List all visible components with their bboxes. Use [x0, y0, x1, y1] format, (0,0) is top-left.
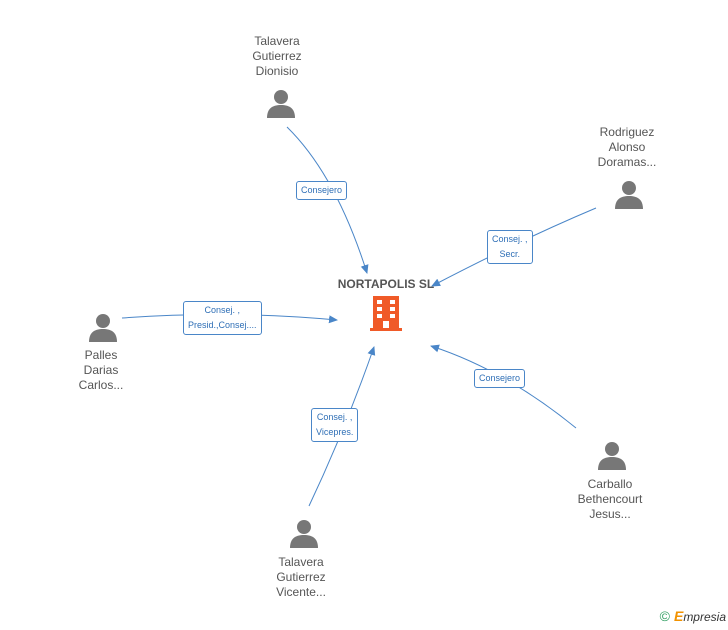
relation-label-bottom[interactable]: Consej. , Vicepres.	[311, 408, 359, 442]
person-icon[interactable]	[266, 89, 296, 118]
brand-logo: Empresia	[674, 608, 726, 624]
relation-label-line: Consej. ,	[204, 305, 241, 315]
person-name-line: Rodriguez	[599, 125, 655, 139]
person-name-line: Vicente...	[276, 585, 326, 599]
person-icon[interactable]	[614, 180, 644, 209]
person-icon[interactable]	[597, 441, 627, 470]
person-node-left[interactable]: Palles Darias Carlos...	[46, 348, 156, 393]
person-icon[interactable]	[289, 519, 319, 548]
relation-label-line: Presid.,Consej....	[188, 320, 257, 330]
relation-label-top-right[interactable]: Consej. , Secr.	[487, 230, 533, 264]
company-name[interactable]: NORTAPOLIS SL	[337, 277, 435, 291]
relation-label-line: Secr.	[499, 249, 521, 259]
brand-name: mpresia	[683, 610, 726, 624]
copyright-icon: ©	[659, 608, 670, 624]
person-node-top-right[interactable]: Rodriguez Alonso Doramas...	[572, 125, 682, 170]
person-node-bottom-right[interactable]: Carballo Bethencourt Jesus...	[555, 477, 665, 522]
footer-brand: © Empresia	[660, 608, 726, 624]
person-icon[interactable]	[88, 313, 118, 342]
person-name-line: Alonso	[608, 140, 646, 154]
person-name-line: Jesus...	[589, 507, 631, 521]
relation-label-top[interactable]: Consejero	[296, 181, 348, 200]
person-name-line: Talavera	[278, 555, 324, 569]
relation-label-left[interactable]: Consej. , Presid.,Consej....	[183, 301, 262, 335]
relation-label-line: Vicepres.	[316, 427, 354, 437]
edge-top	[286, 126, 369, 274]
person-name-line: Palles	[84, 348, 118, 362]
relation-label-line: Consejero	[301, 185, 343, 195]
building-icon[interactable]	[370, 296, 402, 332]
relation-label-line: Consejero	[479, 373, 521, 383]
brand-initial: E	[673, 608, 684, 624]
relation-label-bottom-right[interactable]: Consejero	[474, 369, 526, 388]
person-name-line: Talavera	[254, 34, 300, 48]
person-name-line: Gutierrez	[276, 570, 326, 584]
relation-label-line: Consej. ,	[316, 412, 353, 422]
person-name-line: Dionisio	[255, 64, 299, 78]
person-node-bottom[interactable]: Talavera Gutierrez Vicente...	[246, 555, 356, 600]
person-name-line: Doramas...	[597, 155, 657, 169]
person-name-line: Gutierrez	[252, 49, 302, 63]
person-name-line: Bethencourt	[577, 492, 643, 506]
person-name-line: Carballo	[587, 477, 633, 491]
person-name-line: Carlos...	[78, 378, 124, 392]
person-node-top[interactable]: Talavera Gutierrez Dionisio	[222, 34, 332, 79]
person-name-line: Darias	[83, 363, 119, 377]
relation-label-line: Consej. ,	[492, 234, 528, 244]
